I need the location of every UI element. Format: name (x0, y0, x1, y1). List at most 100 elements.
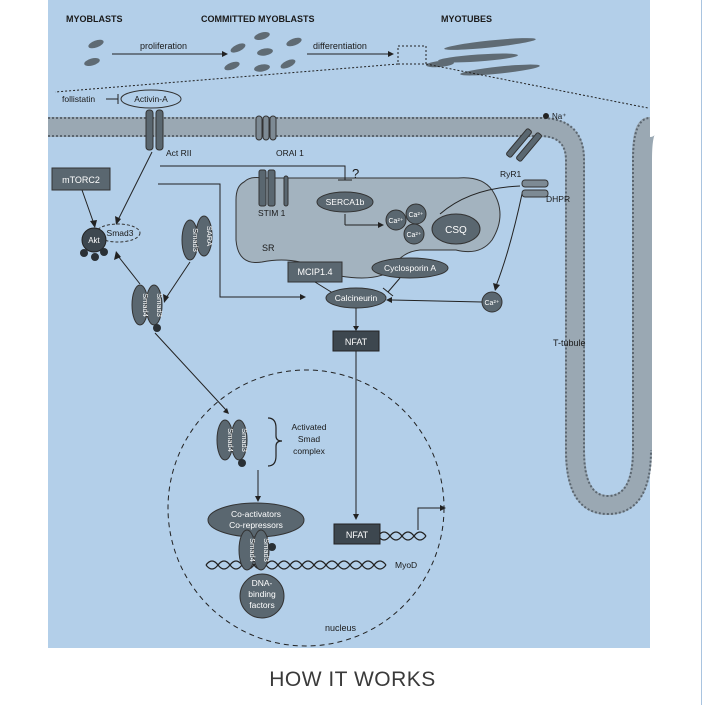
smad-coactivators-arrowhead (255, 496, 261, 502)
myotube-fibers (426, 38, 540, 76)
differentiation-label: differentiation (313, 41, 367, 51)
dna-binding-label-line2: binding (248, 589, 276, 599)
zoom-box (397, 45, 427, 65)
sodium-label: Na⁺ (552, 112, 566, 121)
myoblast-cells (84, 39, 104, 66)
mtorc2-arrowhead (90, 220, 97, 228)
sodium-channel (506, 128, 542, 162)
activated-label-line1: Activated (292, 422, 327, 432)
ryr1-to-cytoplasmic-ca-arrow (495, 193, 523, 287)
smad-to-nucleus-arrow (154, 332, 227, 411)
smad-dna-phospho (268, 543, 276, 551)
smad-to-akt-arrowhead (114, 251, 121, 260)
stage-myotubes: MYOTUBES (441, 14, 492, 24)
sara-arrowhead (163, 294, 169, 303)
nfat-arrowhead (353, 514, 359, 520)
mtorc2-node (51, 167, 111, 191)
sara-to-smad-complex-arrow (165, 261, 191, 299)
serca1b-node (316, 191, 374, 213)
orai1-channel (255, 115, 277, 141)
zoom-line-right (425, 63, 649, 109)
ca-to-calcineurin-arrow (391, 299, 483, 303)
smad-to-akt-arrow (117, 255, 141, 285)
dna-binding-label-line3: factors (249, 600, 275, 610)
cyclosporin-inhibition-line (387, 277, 401, 293)
cyclosporin-inhibition-bar (382, 287, 394, 297)
stage-committed-myoblasts: COMMITTED MYOBLASTS (201, 14, 315, 24)
csq-label: CSQ (445, 225, 467, 236)
smad3-activated-label: Smad3 (240, 428, 249, 452)
t-tubule-label: T-tubule (553, 338, 586, 348)
cytoplasmic-ca-label: Ca²⁺ (485, 300, 500, 307)
mtorc2-label: mTORC2 (62, 175, 100, 185)
coactivators-label-line1: Co-activators (231, 509, 281, 519)
calcineurin-to-nfat-arrowhead (353, 326, 359, 331)
smad3-dna-label: Smad3 (262, 538, 271, 562)
smad3-dna-node (252, 529, 270, 571)
smad4-cytoplasm-label: Smad4 (141, 293, 150, 317)
sara-label: SARA (205, 226, 214, 246)
committed-myoblast-cells (224, 32, 302, 72)
ca-label-1: Ca²⁺ (389, 218, 404, 225)
sodium-ion (543, 113, 549, 119)
activin-a-label: Activin-A (134, 94, 168, 104)
actrii-to-calcineurin-arrowhead (300, 294, 306, 300)
ca-to-calcineurin-arrowhead (386, 297, 392, 303)
sarcoplasmic-reticulum (235, 177, 501, 279)
ca-cluster (385, 203, 427, 245)
transcription-arrowhead (440, 505, 446, 511)
smad3-cytoplasm-label: Smad3 (155, 293, 164, 317)
smad3-dashed-label: Smad3 (107, 228, 134, 238)
coactivators-label-line2: Co-repressors (229, 520, 283, 530)
csq-node (431, 213, 481, 245)
nfat-dna-strand-b (377, 531, 427, 541)
figure-caption: HOW IT WORKS (269, 668, 436, 691)
smad-cytoplasm-phospho (153, 324, 161, 332)
smad3-cytoplasm-node (145, 284, 163, 326)
cyclosporin-a-node (371, 257, 449, 279)
nucleus-label: nucleus (325, 623, 357, 633)
t-tubule (539, 117, 656, 516)
stage-myoblasts: MYOBLASTS (66, 14, 123, 24)
dna-binding-factors-node (239, 573, 285, 619)
serca-to-ca-arrowhead (378, 222, 384, 228)
smad-to-nucleus-arrowhead (223, 408, 229, 414)
nfat-nucleus-label: NFAT (346, 530, 369, 540)
stim1-protein (258, 169, 289, 207)
smad4-activated-label: Smad4 (226, 428, 235, 452)
activated-complex-brace (267, 417, 283, 467)
dna-strand-a (205, 560, 387, 570)
serca1b-label: SERCA1b (326, 197, 365, 207)
mtorc2-to-akt-arrow (81, 189, 95, 225)
plasma-membrane (48, 117, 540, 137)
activin-a-node (120, 89, 182, 109)
ca-label-2: Ca²⁺ (409, 212, 424, 219)
sr-label: SR (262, 243, 275, 253)
dhpr-label: DHPR (546, 194, 570, 204)
sara-node (195, 215, 213, 257)
activated-label-line3: complex (293, 446, 325, 456)
proliferation-arrowhead (222, 51, 228, 57)
zoom-line-left (54, 63, 399, 93)
smad3-activated-node (230, 419, 248, 461)
differentiation-arrowhead (388, 51, 394, 57)
smad3-sara-label-smad3: Smad3 (191, 228, 200, 252)
question-mark: ? (352, 166, 359, 181)
actrii-to-serca-inhibition (160, 165, 346, 180)
akt-phospho-groups (80, 248, 108, 261)
calcineurin-label: Calcineurin (335, 293, 378, 303)
actrii-to-smad3-arrowhead (115, 216, 121, 225)
ca-label-3: Ca²⁺ (407, 232, 422, 239)
act-rii-label: Act RII (166, 148, 192, 158)
orai1-label: ORAI 1 (276, 148, 304, 158)
ryr1-dhpr-complex (521, 179, 549, 198)
follistatin-label: follistatin (62, 94, 95, 104)
activated-label-line2: Smad (298, 434, 320, 444)
cyclosporin-a-label: Cyclosporin A (384, 263, 436, 273)
ryr1-to-ca-arrowhead (493, 283, 500, 291)
proliferation-label: proliferation (140, 41, 187, 51)
mcip14-label: MCIP1.4 (297, 267, 332, 277)
dna-binding-label-line1: DNA- (252, 578, 273, 588)
dna-strand-b (205, 560, 387, 570)
